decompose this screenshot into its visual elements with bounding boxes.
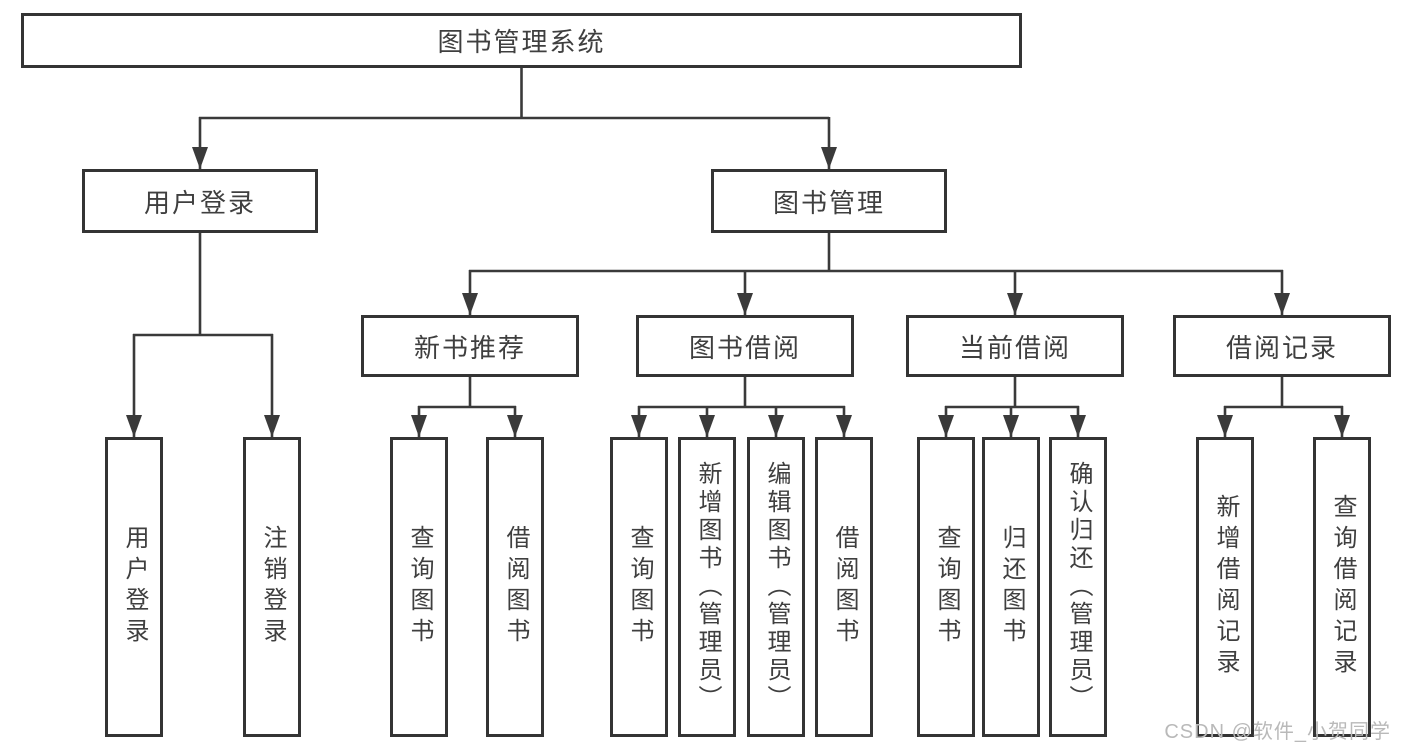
leaf-query-book-1-label: 查询图书 — [406, 525, 433, 649]
watermark: CSDN @软件_小贺同学 — [1164, 721, 1391, 743]
node-user-login-label: 用户登录 — [143, 187, 256, 218]
leaf-borrow-book-2-label: 借阅图书 — [831, 525, 858, 649]
leaf-query-book-3-label: 查询图书 — [933, 525, 960, 649]
leaf-add-book-admin-label: 新增图书（管理员） — [694, 461, 721, 713]
leaf-edit-book-admin-label: 编辑图书（管理员） — [763, 461, 790, 713]
leaf-query-book-1: 查询图书 — [390, 437, 448, 737]
leaf-query-borrow-record: 查询借阅记录 — [1313, 437, 1371, 737]
leaf-borrow-book-1: 借阅图书 — [486, 437, 544, 737]
leaf-add-borrow-record: 新增借阅记录 — [1196, 437, 1254, 737]
node-user-login: 用户登录 — [82, 169, 318, 233]
leaf-return-book-label: 归还图书 — [998, 525, 1025, 649]
leaf-borrow-book-1-label: 借阅图书 — [502, 525, 529, 649]
leaf-add-borrow-record-label: 新增借阅记录 — [1212, 494, 1239, 680]
leaf-borrow-book-2: 借阅图书 — [815, 437, 873, 737]
leaf-user-login-label: 用户登录 — [121, 525, 148, 649]
node-new-book-recommend-label: 新书推荐 — [413, 332, 526, 363]
leaf-query-borrow-record-label: 查询借阅记录 — [1329, 494, 1356, 680]
node-book-borrow-label: 图书借阅 — [688, 332, 801, 363]
node-borrow-record-label: 借阅记录 — [1225, 332, 1338, 363]
leaf-confirm-return-admin-label: 确认归还（管理员） — [1065, 461, 1092, 713]
node-book-management-label: 图书管理 — [772, 187, 885, 218]
node-root: 图书管理系统 — [21, 13, 1022, 68]
node-borrow-record: 借阅记录 — [1173, 315, 1391, 377]
leaf-user-login: 用户登录 — [105, 437, 163, 737]
node-current-borrow-label: 当前借阅 — [958, 332, 1071, 363]
node-book-management: 图书管理 — [711, 169, 947, 233]
leaf-logout-label: 注销登录 — [259, 525, 286, 649]
leaf-query-book-3: 查询图书 — [917, 437, 975, 737]
node-current-borrow: 当前借阅 — [906, 315, 1124, 377]
leaf-logout: 注销登录 — [243, 437, 301, 737]
node-new-book-recommend: 新书推荐 — [361, 315, 579, 377]
leaf-confirm-return-admin: 确认归还（管理员） — [1049, 437, 1107, 737]
node-root-label: 图书管理系统 — [437, 27, 606, 57]
leaf-add-book-admin: 新增图书（管理员） — [678, 437, 736, 737]
leaf-edit-book-admin: 编辑图书（管理员） — [747, 437, 805, 737]
node-book-borrow: 图书借阅 — [636, 315, 854, 377]
leaf-query-book-2: 查询图书 — [610, 437, 668, 737]
leaf-query-book-2-label: 查询图书 — [626, 525, 653, 649]
leaf-return-book: 归还图书 — [982, 437, 1040, 737]
